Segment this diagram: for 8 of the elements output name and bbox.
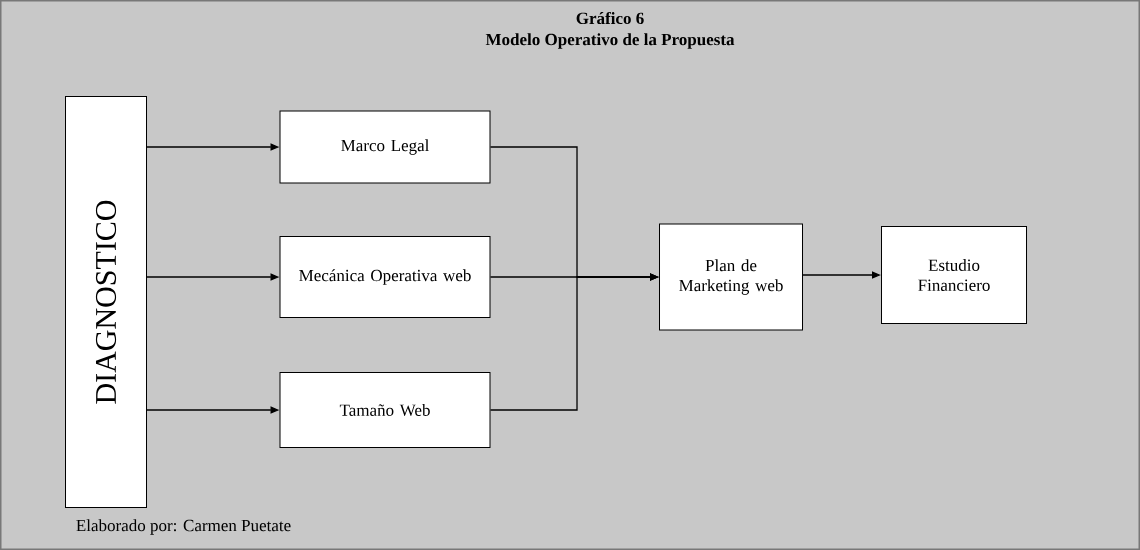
process-box: Estudio Financiero bbox=[881, 226, 1027, 324]
subtitle: Modelo Operativo de la Propuesta bbox=[485, 33, 735, 49]
process-box: Tamaño Web bbox=[279, 372, 491, 448]
process-box: DIAGNOSTICO bbox=[65, 96, 147, 508]
process-box: Plan de Marketing web bbox=[659, 223, 803, 331]
title: Gráfico 6 bbox=[576, 11, 644, 25]
process-box: Marco Legal bbox=[279, 110, 491, 184]
process-box: Mecánica Operativa web bbox=[279, 236, 491, 318]
